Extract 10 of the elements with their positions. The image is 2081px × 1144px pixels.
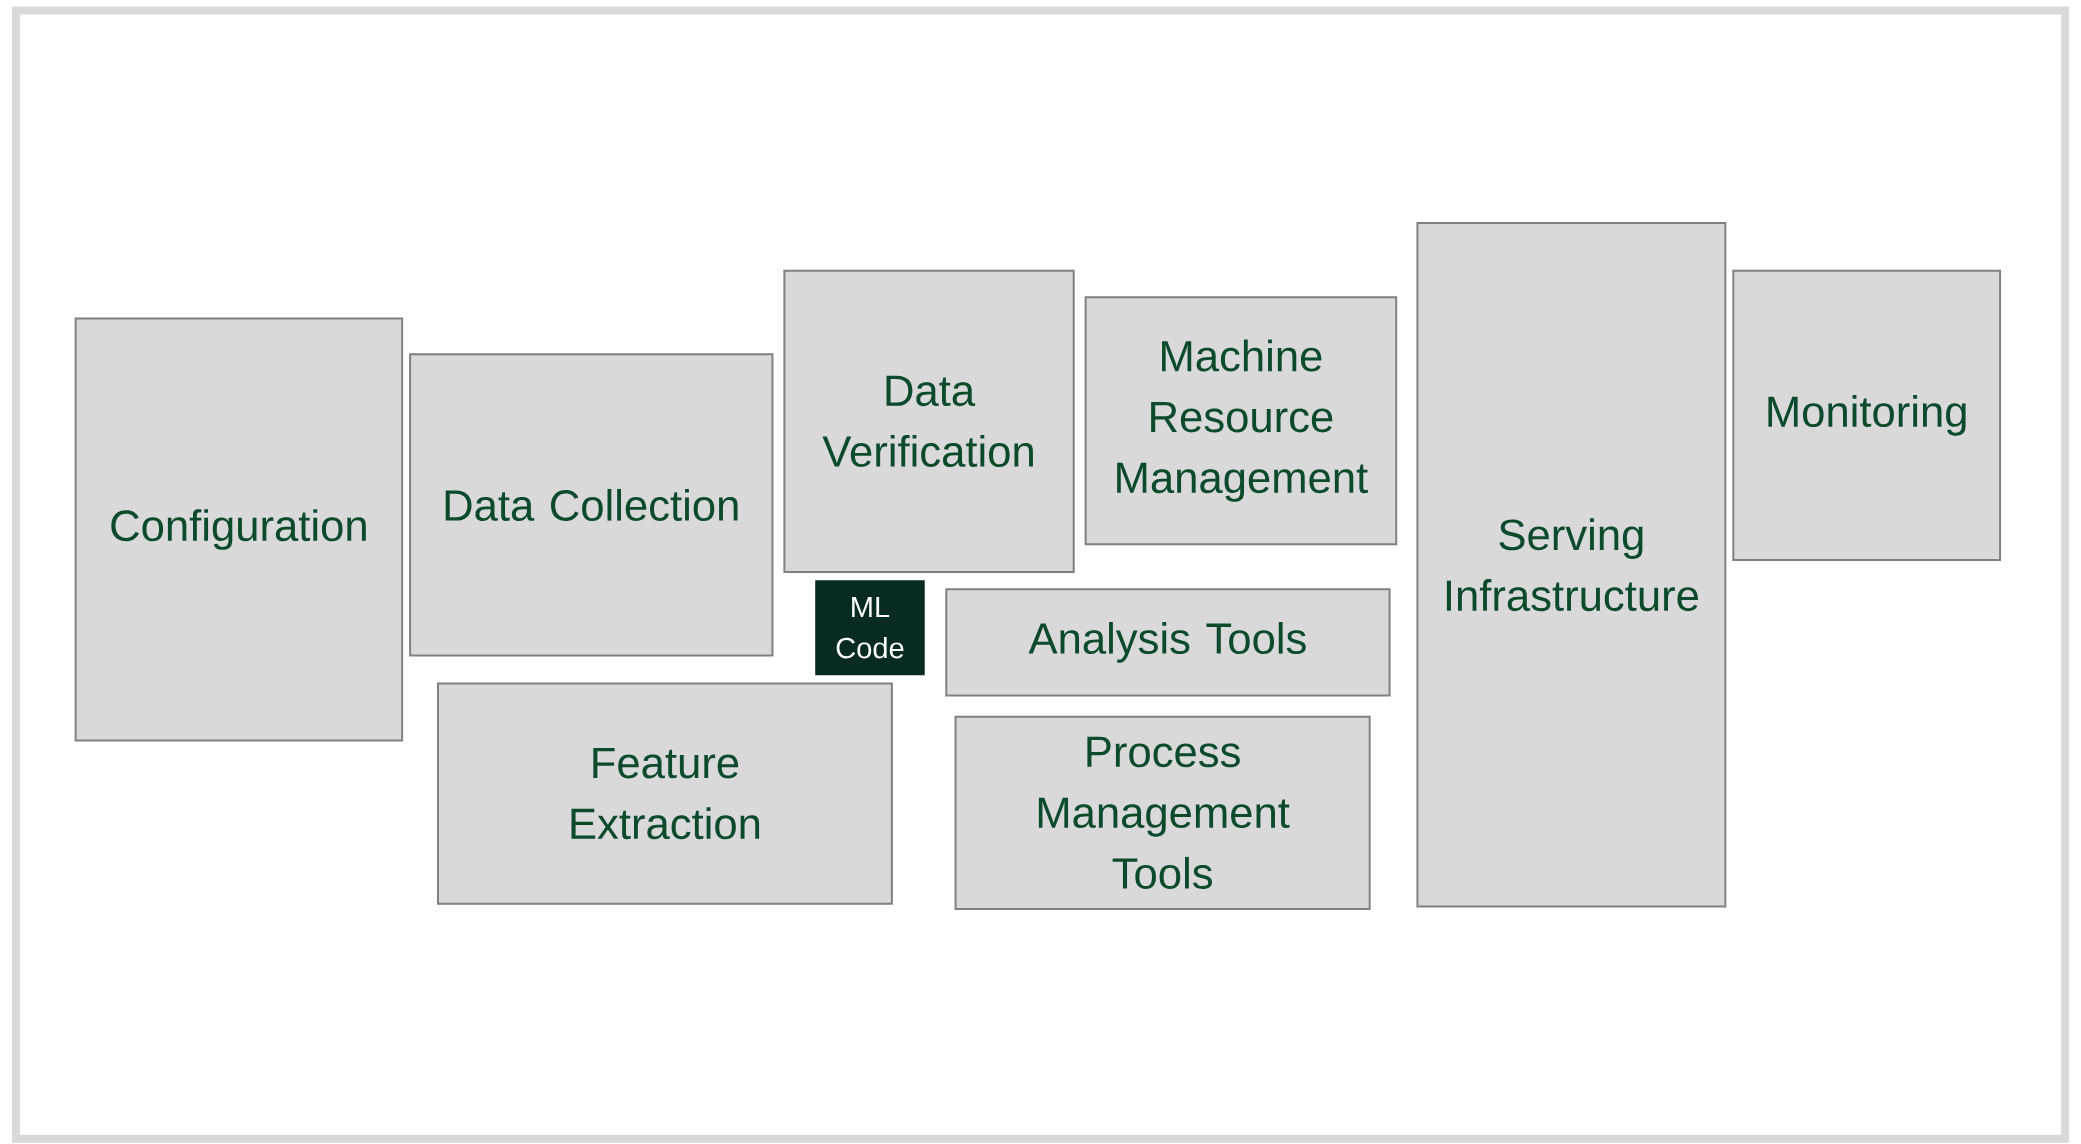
component-box: Monitoring	[1732, 269, 2002, 562]
component-box: Feature Extraction	[436, 682, 893, 905]
component-box: Serving Infrastructure	[1416, 221, 1727, 908]
component-box: Data Collection	[409, 353, 774, 657]
component-box: Machine Resource Management	[1084, 296, 1398, 546]
component-box: Configuration	[74, 317, 404, 742]
component-box: Analysis Tools	[945, 588, 1391, 697]
code-box: ML Code	[815, 580, 925, 676]
component-box: Data Verification	[783, 269, 1075, 573]
component-box: Process Management Tools	[954, 715, 1371, 911]
